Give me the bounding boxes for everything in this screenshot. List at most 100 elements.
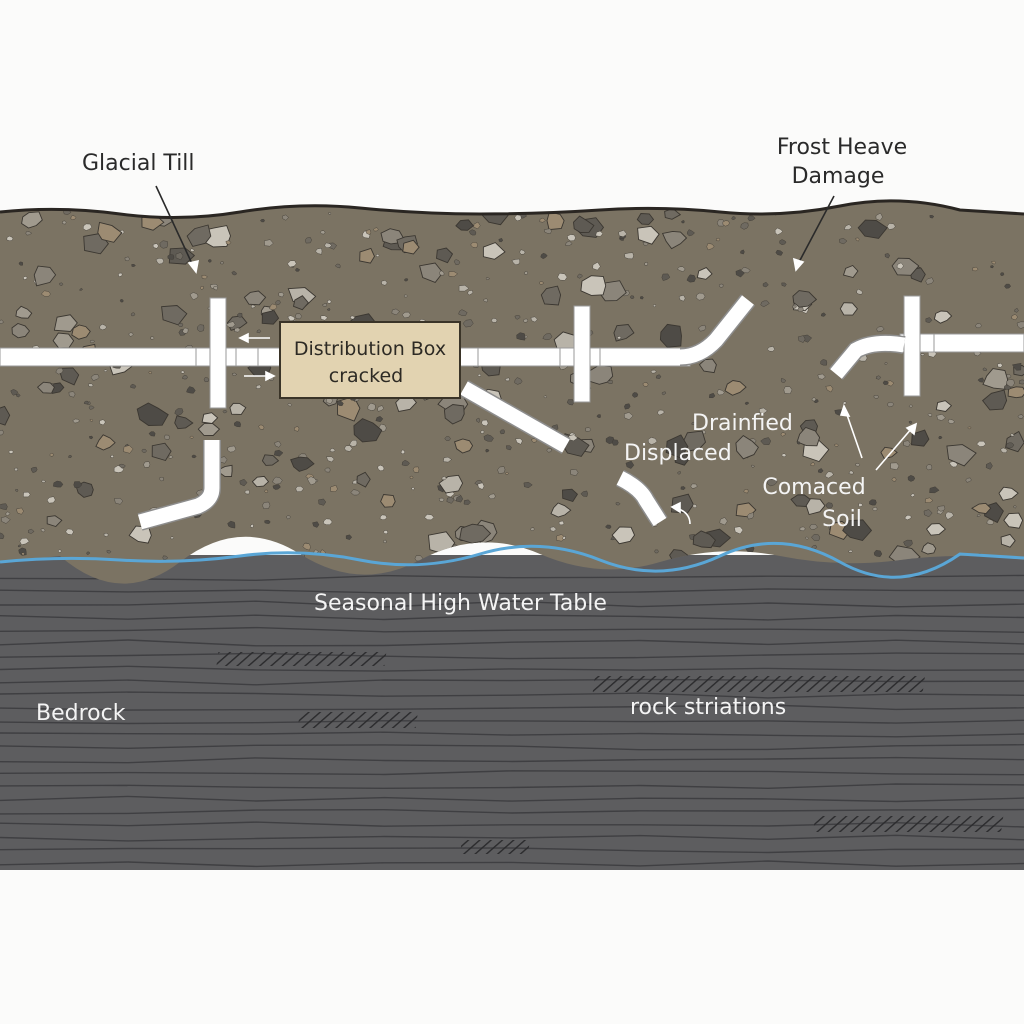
till-stone — [904, 514, 912, 521]
hatch-band — [216, 652, 387, 666]
till-stone — [88, 405, 95, 410]
till-stone — [546, 448, 553, 453]
till-stone — [0, 503, 8, 511]
till-stone — [734, 526, 744, 535]
till-stone — [350, 489, 361, 496]
till-stone — [848, 470, 854, 475]
till-stone — [272, 476, 283, 485]
till-stone — [595, 230, 604, 237]
till-stone — [607, 380, 613, 384]
till-stone — [642, 382, 649, 387]
till-stone — [401, 311, 411, 319]
callout-leaders — [155, 185, 918, 471]
till-stone — [40, 528, 46, 533]
till-stone — [858, 502, 863, 508]
till-stone — [244, 489, 250, 495]
till-stone — [242, 540, 251, 548]
till-stone — [409, 475, 414, 479]
till-stone — [997, 363, 1003, 368]
till-stone — [498, 238, 504, 243]
riser-pipe-left — [209, 297, 227, 409]
till-stone — [124, 256, 130, 262]
till-stone — [976, 513, 981, 517]
till-stone — [103, 369, 108, 373]
till-stone — [89, 419, 94, 422]
drainfield-label: Drainfied — [692, 411, 793, 436]
till-stone — [680, 486, 686, 490]
till-stone — [805, 498, 826, 516]
till-stone — [350, 315, 356, 320]
till-stone — [875, 375, 882, 380]
till-stone — [762, 281, 769, 288]
till-stone — [839, 238, 848, 245]
till-stone — [933, 310, 953, 324]
till-stone — [982, 367, 988, 372]
till-stone — [227, 520, 236, 529]
strata-line — [0, 795, 1024, 803]
till-stone — [375, 254, 380, 257]
till-stone — [326, 456, 335, 463]
till-stone — [16, 507, 24, 515]
till-stone — [747, 215, 756, 222]
till-stone — [53, 314, 78, 332]
till-stone — [201, 274, 208, 280]
till-stone — [261, 309, 280, 325]
till-stone — [1004, 283, 1011, 289]
till-stone — [462, 319, 474, 328]
till-stone — [775, 249, 784, 256]
till-stone — [239, 478, 248, 487]
till-stone — [61, 220, 67, 225]
riser-pipe-right — [903, 295, 921, 397]
till-stone — [925, 464, 933, 471]
till-stone — [99, 323, 107, 331]
till-stone — [617, 336, 622, 340]
till-stone — [817, 468, 824, 474]
till-stone — [231, 270, 237, 276]
till-stone — [740, 266, 751, 274]
till-stone — [30, 466, 38, 473]
till-stone — [106, 549, 112, 554]
till-stone — [779, 239, 787, 246]
till-stone — [476, 417, 481, 423]
till-stone — [824, 471, 834, 479]
till-stone — [636, 213, 655, 225]
till-stone — [716, 389, 725, 396]
till-stone — [320, 230, 326, 235]
till-stone — [991, 260, 997, 265]
strata-line — [0, 639, 1024, 647]
till-stone — [884, 362, 888, 365]
till-stone — [443, 404, 465, 425]
till-stone — [287, 402, 293, 407]
till-stone — [208, 259, 212, 263]
till-stone — [766, 346, 775, 352]
till-stone — [825, 502, 834, 509]
till-stone — [781, 282, 787, 287]
till-stone — [820, 359, 828, 366]
strata-line — [0, 665, 1024, 672]
till-stone — [0, 319, 5, 325]
till-stone — [558, 520, 565, 526]
till-stone — [391, 308, 400, 316]
till-stone — [272, 484, 281, 490]
till-stone — [21, 552, 25, 556]
till-stone — [163, 434, 170, 440]
till-stone — [15, 305, 33, 319]
till-stone — [1017, 414, 1024, 419]
till-stone — [543, 395, 547, 398]
strata-line — [0, 756, 1024, 764]
till-stone — [810, 462, 816, 467]
till-stone — [540, 285, 562, 306]
till-stone — [290, 456, 315, 472]
till-stone — [136, 402, 169, 426]
till-stone — [624, 252, 634, 260]
till-stone — [488, 493, 496, 500]
till-stone — [746, 512, 755, 520]
till-stone — [986, 519, 995, 525]
till-stone — [766, 478, 778, 487]
till-stone — [70, 215, 77, 221]
flow-arrows — [238, 332, 691, 525]
lateral-pipe-left — [0, 347, 283, 367]
till-stone — [491, 318, 498, 323]
till-stone — [920, 353, 925, 356]
till-stone — [562, 488, 578, 503]
